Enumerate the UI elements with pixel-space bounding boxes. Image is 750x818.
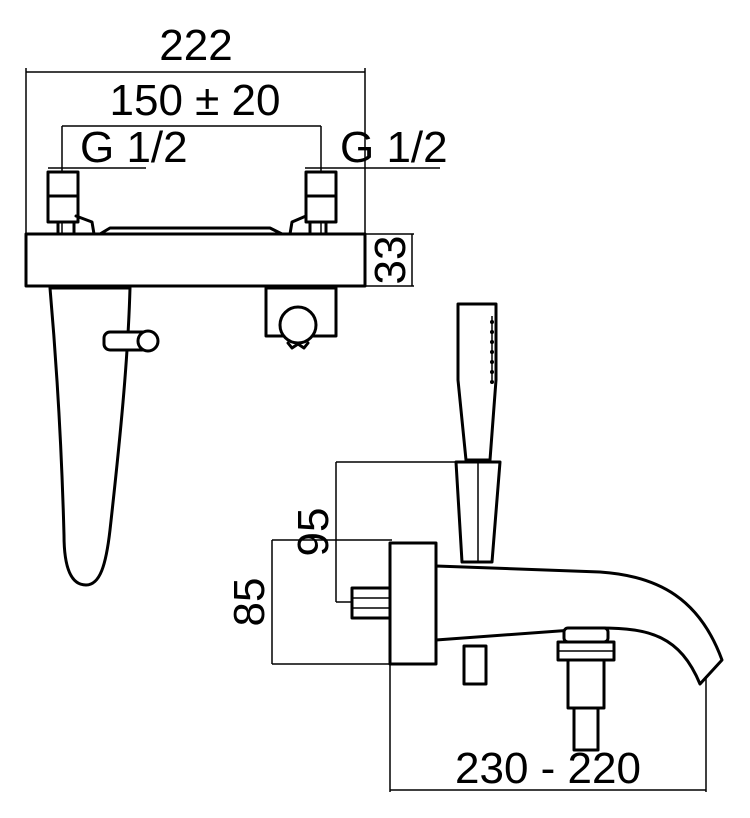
dimension-label-85: 85 [225, 578, 274, 627]
side-view: 95 85 [225, 302, 724, 793]
dimension-label-222: 222 [159, 21, 232, 70]
lever-handle [48, 286, 160, 587]
dimension-outlet-height-a: 95 [289, 461, 478, 603]
dimension-label-150: 150 ± 20 [110, 76, 281, 125]
bath-spout [434, 564, 724, 686]
side-body-block [388, 541, 438, 666]
thread-label-left: G 1/2 [80, 123, 188, 172]
shower-diverter [556, 626, 616, 752]
top-view: 222 150 ± 20 G 1/2 G 1/2 [24, 21, 448, 587]
diverter-knob [264, 286, 338, 350]
dimension-outlet-height-b: 85 [225, 539, 392, 665]
thread-label-right: G 1/2 [340, 123, 448, 172]
hand-shower [454, 302, 502, 564]
dimension-body-height: 33 [365, 233, 415, 287]
inlet-thread-left: G 1/2 [48, 123, 188, 172]
spray-dots [490, 320, 494, 384]
inlet-connector-right [288, 170, 338, 236]
dimension-label-95: 95 [289, 508, 338, 557]
body-stub [462, 644, 488, 686]
dimension-overall-width: 222 [25, 21, 366, 236]
top-plate [98, 226, 284, 236]
dimension-inlet-centers: 150 ± 20 [61, 76, 322, 234]
dimension-spout-projection: 230 - 220 [389, 664, 707, 793]
inlet-thread-right: G 1/2 [305, 123, 448, 172]
dimension-label-230-220: 230 - 220 [455, 744, 641, 793]
dimension-label-33: 33 [366, 236, 415, 285]
mixer-body [24, 232, 367, 288]
inlet-connector-left [46, 170, 96, 236]
side-inlet-nut [350, 586, 392, 620]
